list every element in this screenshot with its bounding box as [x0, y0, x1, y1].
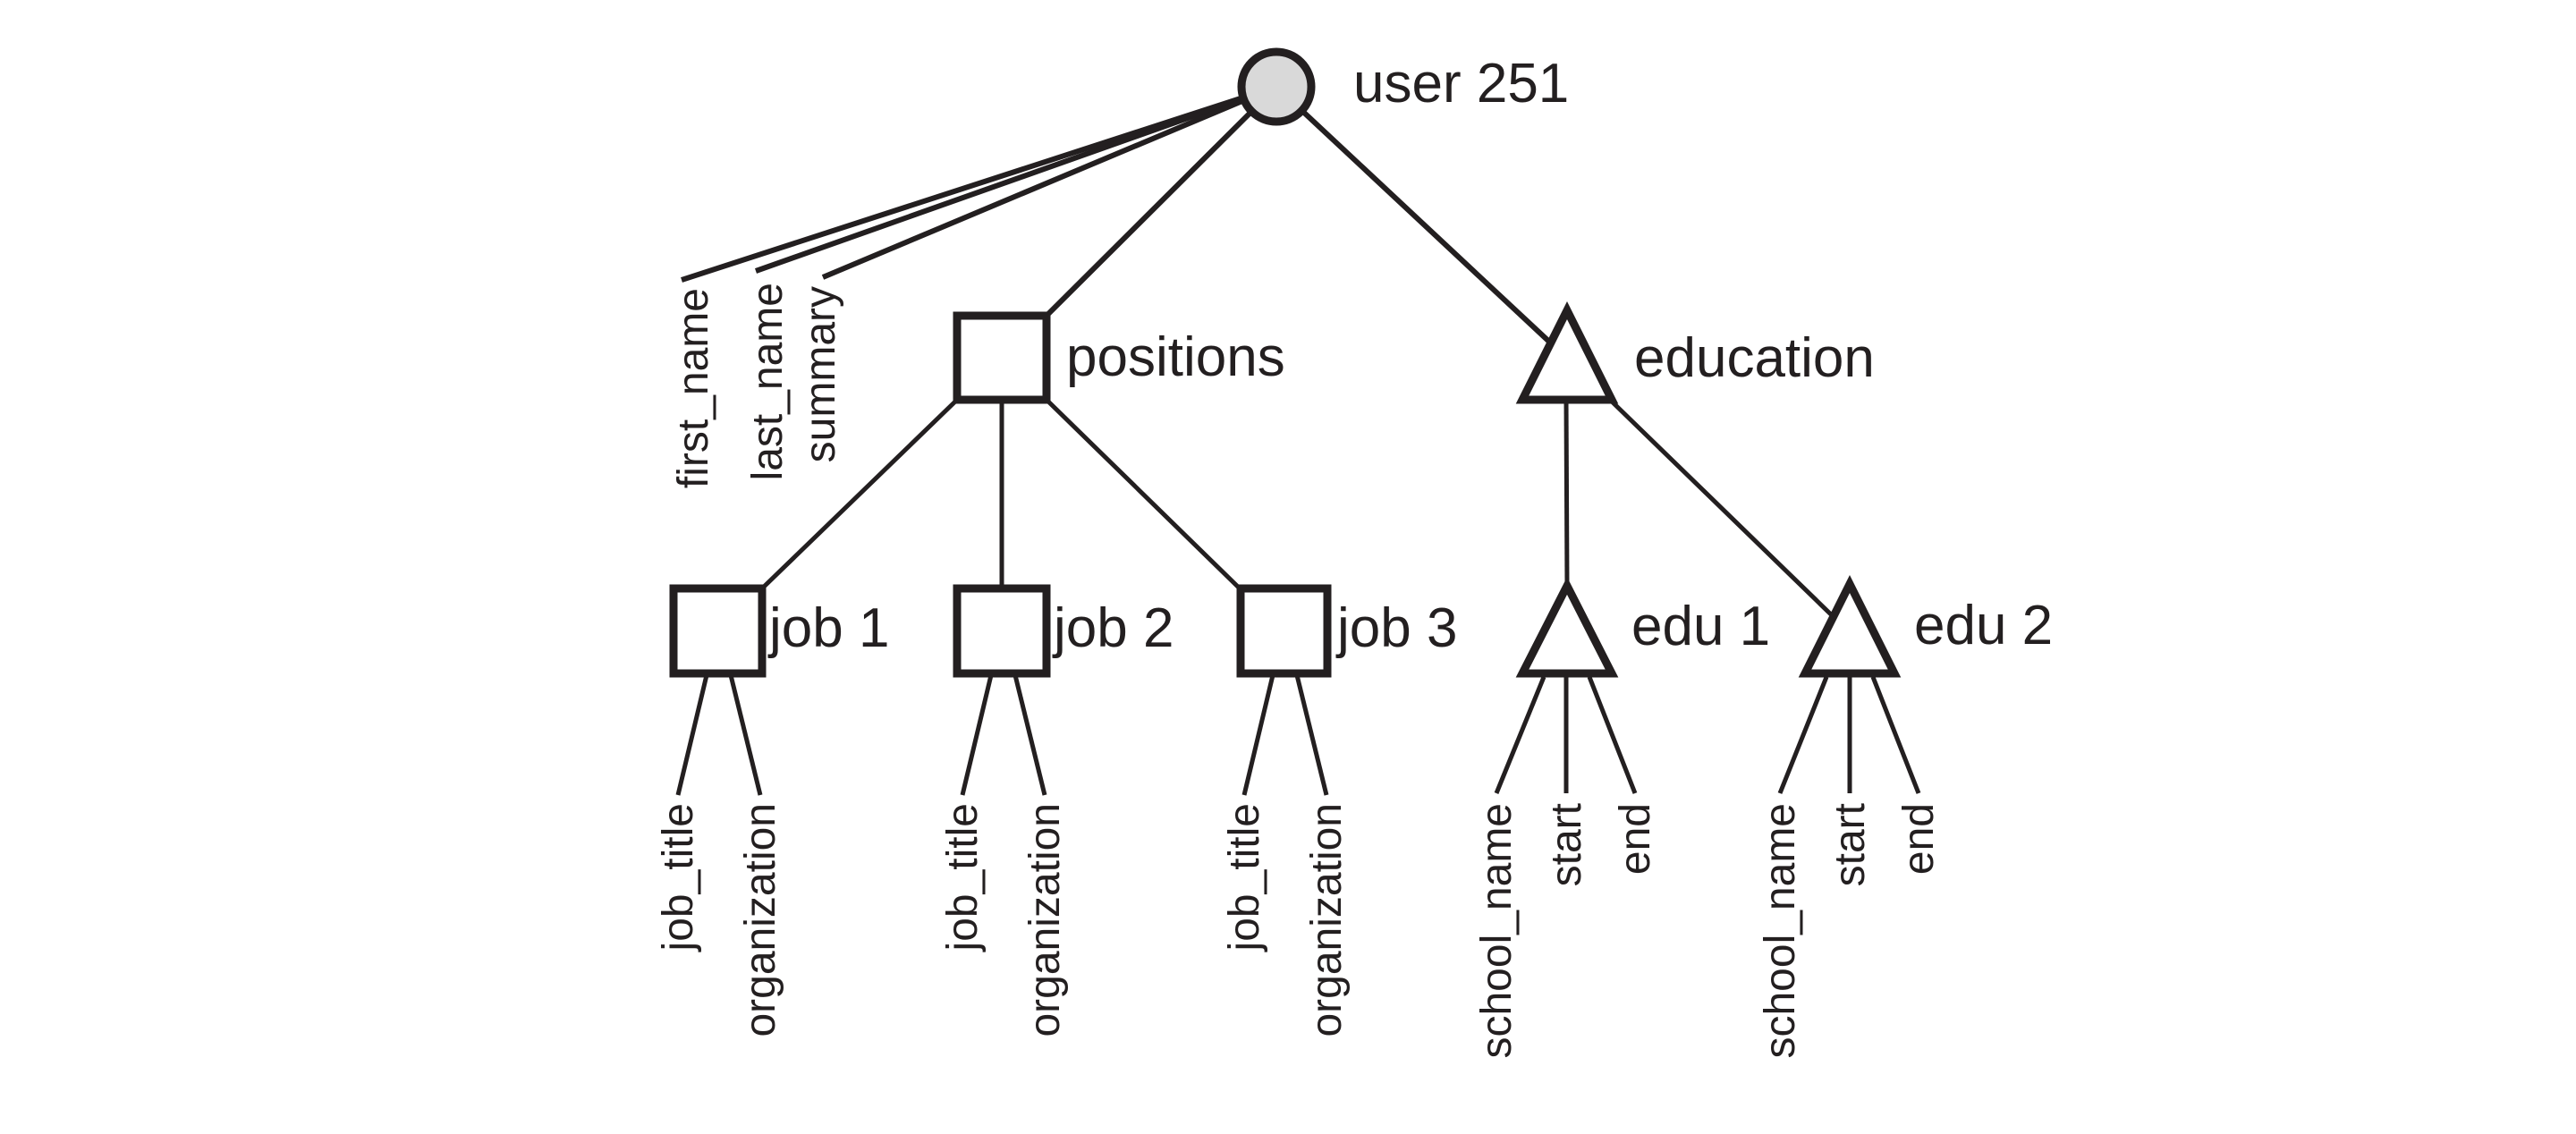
education-node-triangle [1515, 300, 1619, 404]
edge-job2-job-title [960, 674, 994, 796]
leaf-label-last-name: last_name [744, 283, 792, 480]
leaf-label-summary: summary [797, 286, 844, 462]
leaf-label-job3-job-title: job_title [1221, 803, 1268, 952]
root-node-label: user 251 [1353, 53, 1569, 114]
edu2-node-triangle [1798, 574, 1902, 678]
positions-node-label: positions [1066, 326, 1285, 388]
positions-node-square [953, 311, 1051, 404]
leaf-label-edu1-end: end [1612, 803, 1659, 875]
leaf-label-edu2-school-name: school_name [1757, 803, 1804, 1059]
leaf-label-job2-job-title: job_title [939, 803, 987, 952]
edge-job3-job-title [1241, 674, 1275, 796]
edge-education-edu1 [1563, 399, 1570, 587]
edge-edu2-end [1870, 676, 1921, 794]
edge-edu1-school-name [1494, 676, 1546, 794]
job1-node-square [669, 584, 767, 678]
root-node-circle [1237, 47, 1316, 126]
edu2-node-label: edu 2 [1914, 595, 2053, 656]
job2-node-label: job 2 [1052, 597, 1174, 659]
leaf-label-first-name: first_name [670, 288, 717, 488]
edges [675, 84, 1921, 796]
leaf-label-edu2-end: end [1895, 803, 1943, 875]
edge-root-education [1274, 84, 1552, 344]
edge-job1-job-title [675, 674, 709, 796]
job3-node-square [1236, 584, 1332, 678]
job2-node-square [953, 584, 1051, 678]
job3-node-label: job 3 [1335, 597, 1457, 659]
edge-job1-organization [728, 674, 763, 796]
edge-root-positions [1044, 84, 1279, 318]
nodes [669, 47, 1902, 678]
edge-education-edu2 [1608, 398, 1834, 617]
edge-root-summary [821, 84, 1278, 280]
edge-root-last-name [754, 84, 1278, 274]
leaf-label-edu1-start: start [1543, 803, 1590, 886]
leaf-label-job3-organization: organization [1303, 803, 1351, 1037]
edu1-node-label: edu 1 [1631, 596, 1770, 657]
leaf-label-job2-organization: organization [1021, 803, 1069, 1037]
job1-node-label: job 1 [767, 597, 889, 659]
leaf-label-edu1-school-name: school_name [1473, 803, 1521, 1059]
edge-edu2-school-name [1777, 676, 1829, 794]
node-labels: user 251 positions education job 1 job 2… [767, 53, 2053, 659]
edge-positions-job1 [760, 398, 959, 590]
leaf-labels: first_name last_name summary job_title o… [655, 283, 1943, 1059]
edu1-node-triangle [1515, 577, 1619, 678]
edge-root-first-name [681, 84, 1277, 283]
education-node-label: education [1634, 327, 1875, 389]
edge-job3-organization [1294, 674, 1329, 796]
edge-job2-organization [1013, 674, 1047, 796]
leaf-label-job1-job-title: job_title [655, 803, 702, 952]
leaf-label-edu2-start: start [1826, 803, 1874, 886]
edge-positions-job3 [1045, 398, 1242, 591]
leaf-label-job1-organization: organization [737, 803, 784, 1037]
edge-edu1-end [1587, 676, 1638, 794]
